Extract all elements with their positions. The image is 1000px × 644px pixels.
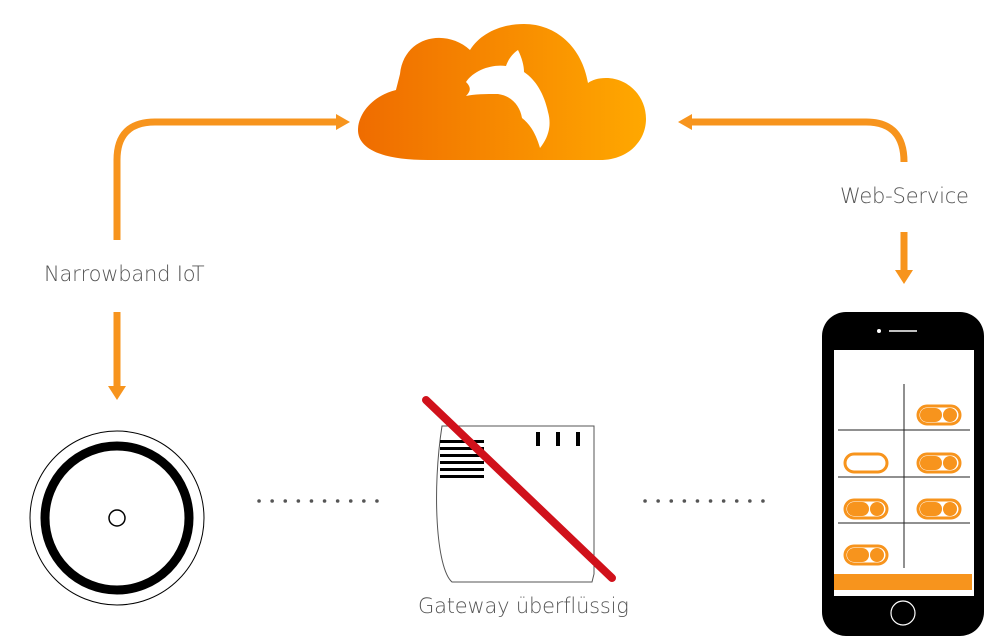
arrow-narrowband-to-cloud [113,114,350,240]
cloud-icon [358,24,646,160]
toggle-group [843,404,962,566]
gateway-label: Gateway überflüssig [418,594,629,618]
toggle-switch-on [916,404,962,426]
toggle-switch-on [843,544,889,566]
app-action-bar [834,574,972,590]
toggle-switch-on [916,452,962,474]
fox-logo-icon [466,50,550,148]
arrow-to-phone [895,232,913,284]
narrowband-label: Narrowband IoT [44,262,205,286]
arrow-webservice-to-cloud [678,114,908,163]
smartphone-icon [822,312,984,636]
toggle-switch-on [916,498,962,520]
web-service-label: Web-Service [840,184,969,208]
toggle-switch-off [843,452,889,474]
smoke-sensor-icon [29,430,205,606]
toggle-switch-on [843,498,889,520]
arrow-to-sensor [108,312,126,400]
gateway-device-icon [436,425,595,583]
strike-through-line [422,396,616,582]
